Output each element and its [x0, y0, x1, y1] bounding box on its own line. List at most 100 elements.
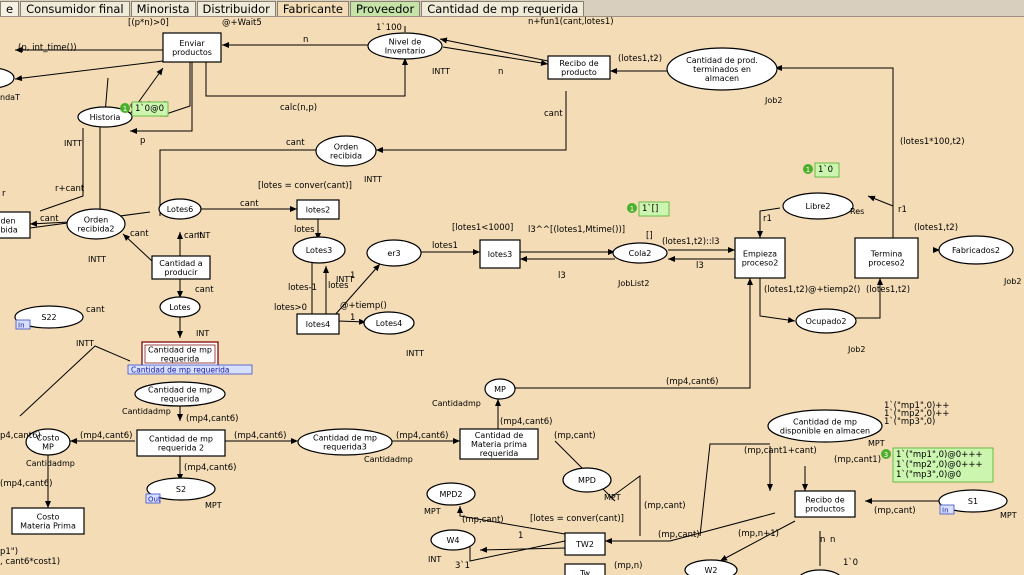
place-s2-shape[interactable] — [146, 477, 216, 501]
transition-lotes2-shape[interactable] — [296, 199, 340, 220]
place-orden-recibida-shape[interactable] — [315, 135, 377, 167]
tab-e[interactable]: e — [0, 1, 20, 16]
place-orden-recibida2-shape[interactable] — [66, 208, 126, 240]
transition-tw2[interactable]: TW2 — [564, 532, 606, 556]
transition-tw-shape[interactable] — [564, 563, 606, 575]
place-mp-shape[interactable] — [484, 378, 516, 400]
place-er3[interactable]: er3 — [366, 239, 422, 267]
transition-lotes3-shape[interactable] — [479, 239, 521, 269]
place-lotes6-shape[interactable] — [158, 198, 202, 220]
transition-lotes2[interactable]: lotes2 — [296, 199, 340, 220]
arc-label-mp-cant-d: (mp,cant) — [462, 515, 504, 525]
transition-cantidad-mp-requerida2-shape[interactable] — [136, 429, 226, 457]
tab-cantidad-de-mp-requerida[interactable]: Cantidad de mp requerida — [421, 1, 585, 16]
place-lotes-shape[interactable] — [159, 296, 201, 318]
transition-cantidad-a-producir-shape[interactable] — [151, 255, 211, 280]
place-ocupado2-label: Ocupado2 — [806, 317, 847, 326]
transition-enviar-productos-shape[interactable] — [162, 32, 222, 63]
partial-place-datat[interactable]: ndaT — [0, 68, 20, 102]
arc-label-mp4-a: (mp4,cant6) — [666, 377, 718, 387]
place-s22-port-tag — [15, 319, 31, 330]
transition-tw[interactable]: Tw — [564, 563, 606, 575]
tab-consumidor-final[interactable]: Consumidor final — [20, 1, 130, 16]
transition-costo-materia-prima-shape[interactable] — [11, 507, 85, 535]
place-s22-shape[interactable] — [14, 305, 84, 329]
place-historia-shape[interactable] — [77, 106, 133, 128]
place-cantidad-mp-requerida-shape[interactable] — [134, 381, 226, 407]
place-mpd2-shape[interactable] — [426, 482, 476, 506]
place-libre2-shape[interactable] — [782, 192, 854, 220]
place-er3-shape[interactable] — [366, 239, 422, 267]
transition-recibo-productos-shape[interactable] — [794, 490, 856, 518]
transition-empieza-proceso2-shape[interactable] — [734, 237, 786, 279]
transition-lotes3-label: lotes3 — [488, 250, 512, 259]
transition-lotes4[interactable]: lotes4 — [296, 313, 340, 335]
place-lotes3-shape[interactable] — [292, 236, 346, 264]
place-lotes4-shape[interactable] — [363, 311, 415, 335]
partial-place-datat-shape[interactable] — [0, 68, 15, 88]
place-w2-shape[interactable] — [684, 559, 738, 575]
transition-lotes3[interactable]: lotes3 — [479, 239, 521, 269]
place-cantidad-mp-disponible-shape[interactable] — [767, 409, 883, 443]
place-costo-mp-shape[interactable] — [25, 428, 71, 456]
transition-termina-proceso2-shape[interactable] — [854, 237, 919, 279]
place-cantidad-mp-requerida3-shape[interactable] — [297, 428, 393, 456]
tab-fabricante[interactable]: Fabricante — [276, 1, 349, 16]
place-s1-shape[interactable] — [938, 489, 1008, 513]
partial-transition-left-shape[interactable] — [0, 211, 31, 239]
place-fabricados2-shape[interactable] — [938, 235, 1014, 265]
place-nivel-inventario-shape[interactable] — [367, 32, 443, 60]
place-w4-shape[interactable] — [430, 529, 476, 551]
tab-distribuidor[interactable]: Distribuidor — [196, 1, 276, 16]
transition-recibo-producto-shape[interactable] — [547, 55, 611, 80]
place-mpd-shape[interactable] — [562, 467, 612, 493]
place-w2[interactable]: W2 — [684, 559, 738, 575]
tab-proveedor[interactable]: Proveedor — [349, 1, 421, 16]
place-ocupado2-shape[interactable] — [795, 308, 857, 334]
partial-place-bottom[interactable] — [798, 569, 842, 575]
wait-enviar: @+Wait5 — [222, 18, 262, 28]
transition-lotes4-shape[interactable] — [296, 313, 340, 335]
place-cola2-shape[interactable] — [612, 242, 668, 264]
transition-tw2-shape[interactable] — [564, 532, 606, 556]
place-cantidad-prod-terminados-shape[interactable] — [666, 47, 778, 91]
tab-minorista[interactable]: Minorista — [130, 1, 196, 16]
transition-cantidad-materia-prima-shape[interactable] — [459, 428, 539, 460]
